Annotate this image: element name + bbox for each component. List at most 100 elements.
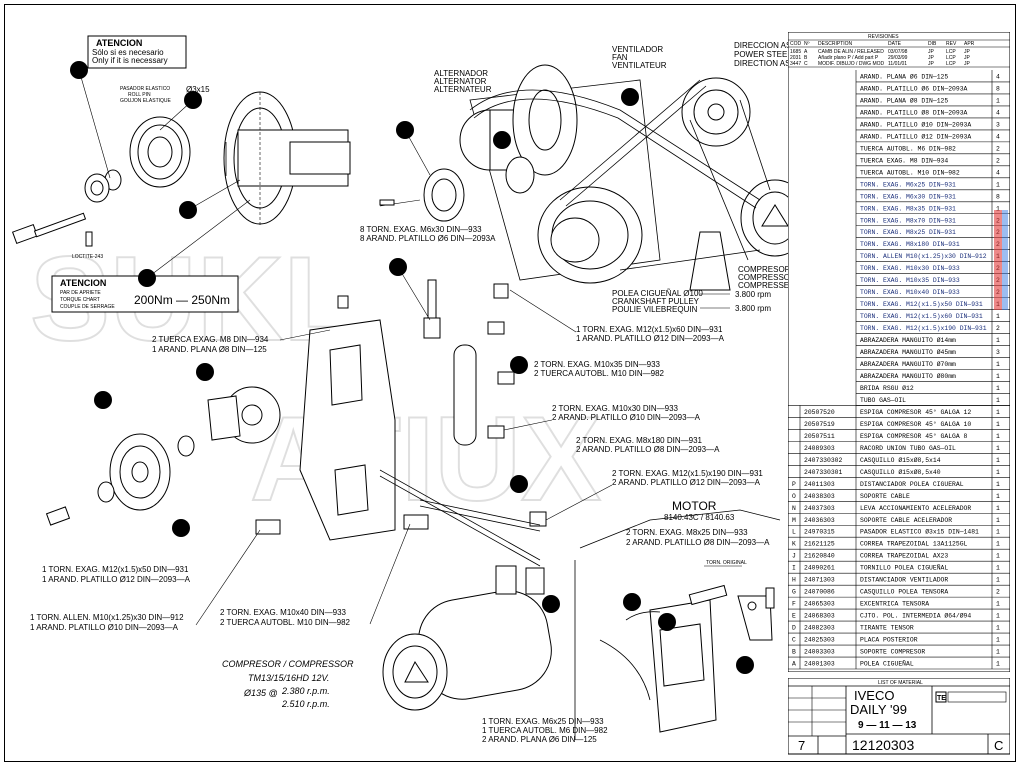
part-code: 24068303 xyxy=(804,613,835,620)
part-description: TORN. EXAG. M8x70 DIN—931 xyxy=(860,217,956,224)
part-qty: 8 xyxy=(996,193,1000,200)
part-description: CASQUILLO Ø15xØ8,5x40 xyxy=(860,468,941,476)
part-letter: M xyxy=(792,517,796,524)
revision-cell: LCP xyxy=(946,61,956,67)
svg-text:COMPRESOR / COMPRESSOR: COMPRESOR / COMPRESSOR xyxy=(222,659,354,669)
revision-cell: LCP xyxy=(946,55,956,61)
drawing-frame xyxy=(4,4,1016,762)
svg-text:ATENCION: ATENCION xyxy=(60,278,106,288)
loctite-label: LOCTITE-243 xyxy=(72,254,103,260)
fan-label: VENTILADOR xyxy=(612,45,663,54)
svg-text:2 TUERCA AUTOBL. M10 DIN—982: 2 TUERCA AUTOBL. M10 DIN—982 xyxy=(534,369,665,378)
revision-header: REV xyxy=(946,41,957,47)
part-qty: 4 xyxy=(996,109,1000,116)
part-qty: 1 xyxy=(996,517,1000,524)
part-qty: 4 xyxy=(996,74,1000,81)
svg-text:1 TORN. EXAG. M6x25 DIN—933: 1 TORN. EXAG. M6x25 DIN—933 xyxy=(482,717,604,726)
idler-pulley-assembly xyxy=(45,433,195,526)
title-block-grid xyxy=(788,686,846,736)
svg-text:2 TORN. EXAG. M8x25 DIN—933: 2 TORN. EXAG. M8x25 DIN—933 xyxy=(626,528,748,537)
part-description: ARAND. PLATILLO Ø8 DIN—2093A xyxy=(860,108,968,116)
part-code: 2407330302 xyxy=(804,457,843,464)
part-qty: 1 xyxy=(996,649,1000,656)
part-qty: 1 xyxy=(996,97,1000,104)
part-description: SOPORTE CABLE xyxy=(860,493,910,500)
part-code: 24036303 xyxy=(804,517,835,524)
revision-header: DESCRIPTION xyxy=(818,41,853,47)
part-description: TORN. EXAG. M10x30 DIN—933 xyxy=(860,265,960,272)
svg-text:COMPRESSOR: COMPRESSOR xyxy=(738,273,788,282)
revision-cell: JP xyxy=(964,55,971,61)
revision-cell: B xyxy=(804,55,808,61)
part-qty: 1 xyxy=(996,181,1000,188)
part-letter: K xyxy=(792,541,796,548)
revision-cell: JP xyxy=(928,61,935,67)
revision-cell: JP xyxy=(928,49,935,55)
svg-text:Sólo si es necesario: Sólo si es necesario xyxy=(92,48,164,57)
part-qty: 3 xyxy=(996,121,1000,128)
part-letter: J xyxy=(792,553,796,560)
svg-text:POWER STEERING: POWER STEERING xyxy=(734,50,788,59)
title-block: LIST OF MATERIAL IVECO DAILY '99 9 — 11 … xyxy=(788,678,1010,755)
svg-text:TORQUE CHART: TORQUE CHART xyxy=(60,297,100,303)
part-qty: 3 xyxy=(996,349,1000,356)
revision-cell: MODIF. DIBUJO / DWG MOD xyxy=(818,61,884,67)
part-qty: 2 xyxy=(996,157,1000,164)
part-qty: 1 xyxy=(996,313,1000,320)
revision-cell: 3447 xyxy=(790,61,801,67)
callout-c12: 1 TORN. EXAG. M6x25 DIN—933 1 TUERCA AUT… xyxy=(482,717,608,744)
revision-cell: Añadir plano P / Add part P xyxy=(818,55,879,61)
svg-text:ROLL PIN: ROLL PIN xyxy=(128,92,151,98)
part-qty: 8 xyxy=(996,85,1000,92)
svg-text:Ø3x15: Ø3x15 xyxy=(186,85,210,94)
part-description: LEVA ACCIONAMIENTO ACELERADOR xyxy=(860,505,971,512)
revision-cell: A xyxy=(804,49,808,55)
part-qty: 4 xyxy=(996,169,1000,176)
revision-cell: CAMB DE ALIN / RELEASED xyxy=(818,49,884,55)
part-description: TORNILLO POLEA CIGUEÑAL xyxy=(860,564,948,572)
part-letter: N xyxy=(792,505,796,512)
svg-text:DIRECTION ASSISTEE: DIRECTION ASSISTEE xyxy=(734,59,788,68)
svg-text:2 ARAND. PLATILLO Ø10 DIN—2093: 2 ARAND. PLATILLO Ø10 DIN—2093—A xyxy=(552,413,701,422)
svg-text:1 ARAND. PLATILLO Ø12 DIN—2093: 1 ARAND. PLATILLO Ø12 DIN—2093—A xyxy=(42,575,191,584)
part-description: ESPIGA COMPRESOR 45° GALGA 12 xyxy=(860,408,971,416)
callout-c6: 2 TORN. EXAG. M8x180 DIN—931 2 ARAND. PL… xyxy=(576,436,720,454)
revision-header: DATE xyxy=(888,41,902,47)
part-qty: 1 xyxy=(996,337,1000,344)
part-code: 21621125 xyxy=(804,541,835,548)
revision-cell: JP xyxy=(964,61,971,67)
part-letter: F xyxy=(792,601,796,608)
svg-text:200Nm — 250Nm: 200Nm — 250Nm xyxy=(134,293,230,307)
part-description: TORN. EXAG. M10x35 DIN—933 xyxy=(860,277,960,284)
revision-cell: JP xyxy=(964,49,971,55)
part-code: 24090261 xyxy=(804,565,835,572)
part-description: ABRAZADERA MANGUITO Ø45mm xyxy=(860,348,956,356)
part-description: PLACA POSTERIOR xyxy=(860,637,918,644)
svg-text:ALTERNATOR: ALTERNATOR xyxy=(434,77,487,86)
part-code: 24970315 xyxy=(804,529,835,536)
part-letter: O xyxy=(792,493,796,500)
part-description: TORN. EXAG. M8x180 DIN—931 xyxy=(860,241,960,248)
part-description: CASQUILLO POLEA TENSORA xyxy=(860,589,948,596)
part-qty: 1 xyxy=(996,361,1000,368)
part-letter: L xyxy=(792,529,796,536)
belt-drive-assembly xyxy=(423,64,788,291)
part-description: ARAND. PLATILLO Ø12 DIN—2093A xyxy=(860,132,971,140)
part-description: ARAND. PLANA Ø8 DIN—125 xyxy=(860,96,948,104)
svg-text:ALTERNATEUR: ALTERNATEUR xyxy=(434,85,492,94)
variants: 9 — 11 — 13 xyxy=(858,720,917,731)
svg-text:2 TORN. EXAG. M10x40 DIN—933: 2 TORN. EXAG. M10x40 DIN—933 xyxy=(220,608,347,617)
part-description: ABRAZADERA MANGUITO Ø80mm xyxy=(860,372,956,380)
part-qty: 1 xyxy=(996,493,1000,500)
part-letter: P xyxy=(792,481,796,488)
svg-text:Only if it is necessary: Only if it is necessary xyxy=(92,56,168,65)
list-of-material: LIST OF MATERIAL xyxy=(878,680,923,686)
part-description: ESPIGA COMPRESOR 45° GALGA 8 xyxy=(860,432,968,440)
svg-text:1 TORN. EXAG. M12(x1.5)x50 DIN: 1 TORN. EXAG. M12(x1.5)x50 DIN—931 xyxy=(42,565,189,574)
revision-header: DIB xyxy=(928,41,937,47)
svg-text:2.380 r.p.m.: 2.380 r.p.m. xyxy=(281,686,330,696)
part-code: 24038303 xyxy=(804,493,835,500)
part-qty: 1 xyxy=(996,541,1000,548)
part-qty: 1 xyxy=(996,625,1000,632)
